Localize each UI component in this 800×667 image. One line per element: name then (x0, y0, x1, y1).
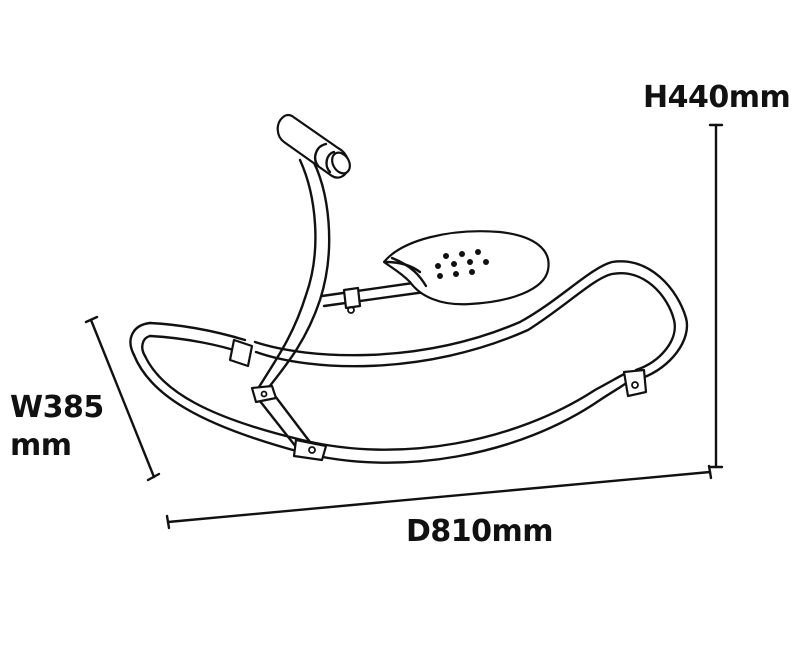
upright-tube (250, 153, 331, 404)
back-rocker-runner (253, 260, 689, 380)
front-rocker-runner (132, 353, 632, 464)
depth-label: D810mm (406, 514, 554, 549)
width-dimension-line (84, 315, 161, 482)
joint-collar-back (622, 368, 648, 398)
lower-brace (254, 390, 328, 462)
height-dimension-line (708, 123, 724, 469)
width-label-value: W385 (10, 390, 104, 425)
width-label-unit: mm (10, 428, 72, 463)
handlebar-grip (276, 113, 351, 179)
front-crossbar (129, 321, 247, 358)
width-label: W385 mm (10, 389, 104, 465)
seat (382, 230, 550, 306)
joint-collar-front (228, 338, 254, 368)
depth-dimension-line (165, 464, 713, 530)
height-label: H440mm (643, 80, 791, 115)
seat-support-beam (320, 280, 427, 314)
